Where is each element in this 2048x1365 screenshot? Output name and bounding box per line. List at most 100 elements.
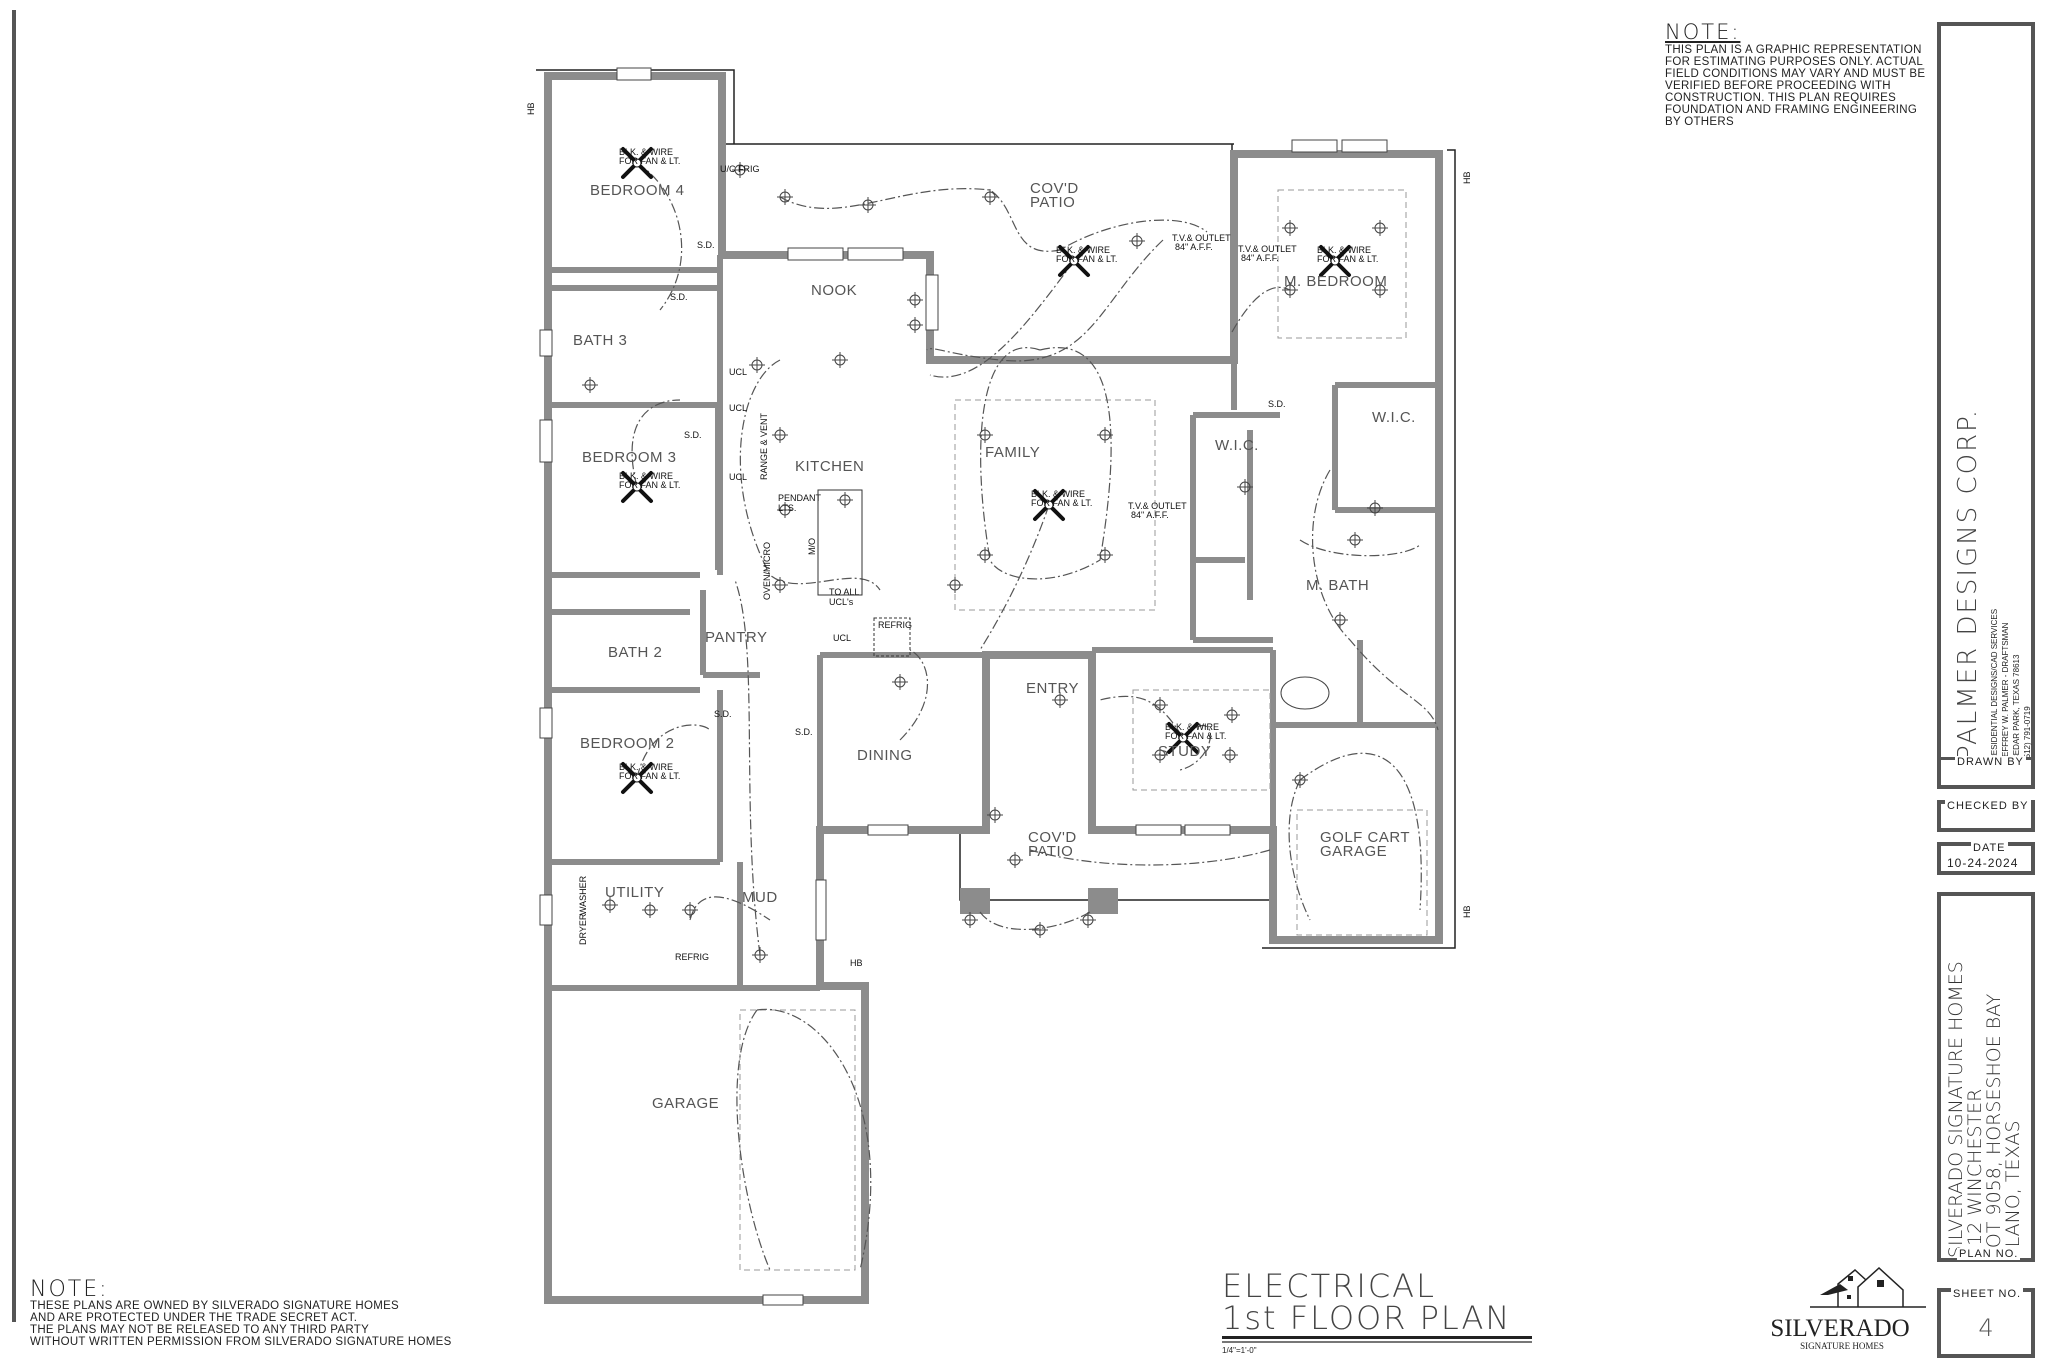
light-fixture-icon: [772, 427, 788, 443]
date-box: DATE 10-24-2024: [1937, 842, 2035, 875]
dryer-label: DRYER: [578, 913, 588, 945]
light-fixture-icon: [1080, 912, 1096, 928]
estimating-note-line: FOUNDATION AND FRAMING ENGINEERING: [1665, 104, 1918, 116]
drawing-title: ELECTRICAL 1st FLOOR PLAN 1/4"=1'-0": [1222, 1270, 1532, 1355]
drawing-title-line1: ELECTRICAL: [1222, 1267, 1436, 1305]
light-fixture-icon: [1052, 692, 1068, 708]
light-fixture-icon: [947, 577, 963, 593]
light-fixture-icon: [1222, 747, 1238, 763]
firm-box: PALMER DESIGNS CORP. RESIDENTIAL DESIGNS…: [1937, 22, 2035, 774]
hose-bib-label: HB: [1462, 905, 1472, 918]
light-fixture-icon: [1372, 220, 1388, 236]
electrical-annotations: S.D. S.D. S.D. S.D. S.D. S.D. U/C FRIG U…: [526, 102, 1472, 968]
light-fixture-icon: [977, 547, 993, 563]
logo-sub: SIGNATURE HOMES: [1800, 1341, 1884, 1351]
room-m-bath: M. BATH: [1306, 577, 1369, 594]
ownership-note-title: NOTE:: [30, 1277, 109, 1302]
ownership-note-line: THE PLANS MAY NOT BE RELEASED TO ANY THI…: [30, 1324, 370, 1336]
light-fixture-icon: [832, 352, 848, 368]
estimating-note-line: FIELD CONDITIONS MAY VARY AND MUST BE: [1665, 68, 1926, 80]
ucl-label: UCL: [729, 367, 747, 377]
hose-bib-label: HB: [526, 102, 536, 115]
sd-label: S.D.: [1268, 399, 1286, 409]
light-fixture-icon: [1032, 922, 1048, 938]
light-fixture-icon: [907, 292, 923, 308]
light-fixture-icon: [582, 377, 598, 393]
refrigerator: [873, 617, 911, 657]
light-fixture-icon: [1129, 233, 1145, 249]
windows: [539, 67, 1388, 1306]
sheet-no-box: SHEET NO. 4: [1937, 1288, 2035, 1358]
title-underline: [1222, 1336, 1532, 1339]
estimating-note-line: FOR ESTIMATING PURPOSES ONLY. ACTUAL: [1665, 56, 1924, 68]
light-fixture-icon: [982, 189, 998, 205]
room-bath2: BATH 2: [608, 644, 662, 661]
light-fixture-icon: [1292, 772, 1308, 788]
ceiling-fan-icon: [1058, 245, 1090, 277]
room-dining: DINING: [857, 747, 913, 764]
room-study: STUDY: [1158, 743, 1211, 760]
light-fixture-icon: [1152, 697, 1168, 713]
estimating-note: NOTE: THIS PLAN IS A GRAPHIC REPRESENTAT…: [1665, 20, 1925, 128]
light-fixture-icon: [752, 947, 768, 963]
ceiling-fan-icon: [621, 762, 653, 794]
mo-label: M/O: [807, 538, 817, 555]
ownership-note-line: THESE PLANS ARE OWNED BY SILVERADO SIGNA…: [30, 1300, 400, 1312]
room-wic-right: W.I.C.: [1372, 409, 1416, 426]
light-fixture-icon: [1097, 427, 1113, 443]
room-kitchen: KITCHEN: [795, 458, 864, 475]
ceiling-fan-icon: [621, 471, 653, 503]
light-fixture-icon: [892, 674, 908, 690]
drawn-by-box: DRAWN BY: [1937, 756, 2035, 789]
light-fixture-icon: [987, 807, 1003, 823]
date-value: 10-24-2024: [1945, 856, 2021, 870]
sheet-no-value: 4: [1978, 1314, 1994, 1342]
range-vent-label: RANGE & VENT: [759, 412, 769, 480]
ceiling-fan-icon: [1033, 489, 1065, 521]
light-fixture-icon: [749, 357, 765, 373]
room-bath3: BATH 3: [573, 332, 627, 349]
light-fixture-icon: [907, 317, 923, 333]
sd-label: S.D.: [697, 240, 715, 250]
estimating-note-line: BY OTHERS: [1665, 116, 1734, 128]
light-fixture-icon: [732, 162, 748, 178]
room-garage: GARAGE: [652, 1095, 719, 1112]
room-mud: MUD: [742, 889, 778, 906]
ownership-note-body: THESE PLANS ARE OWNED BY SILVERADO SIGNA…: [30, 1300, 452, 1348]
silverado-logo: SILVERADO SIGNATURE HOMES: [1740, 1262, 1930, 1352]
light-fixture-icon: [1332, 612, 1348, 628]
light-fixture-icon: [837, 492, 853, 508]
wiring-runs: [631, 162, 1439, 1271]
room-utility: UTILITY: [605, 884, 664, 901]
light-fixture-icon: [962, 912, 978, 928]
light-fixture-icon: [1372, 282, 1388, 298]
logo-name: SILVERADO: [1770, 1315, 1910, 1342]
date-label: DATE: [1971, 842, 2008, 854]
title-underline-2: [1222, 1341, 1532, 1343]
sd-label: S.D.: [670, 292, 688, 302]
estimating-note-title: NOTE:: [1665, 20, 1741, 44]
hose-bib-label: HB: [850, 958, 863, 968]
plan-no-label: PLAN NO.: [1957, 1248, 2021, 1260]
light-fixture-icon: [1097, 547, 1113, 563]
estimating-note-line: VERIFIED BEFORE PROCEEDING WITH: [1665, 80, 1891, 92]
light-fixture-icon: [682, 902, 698, 918]
light-fixture-icon: [1367, 500, 1383, 516]
ceiling-fans: [621, 147, 1351, 794]
light-fixture-icon: [1347, 532, 1363, 548]
hose-bib-label: HB: [1462, 171, 1472, 184]
